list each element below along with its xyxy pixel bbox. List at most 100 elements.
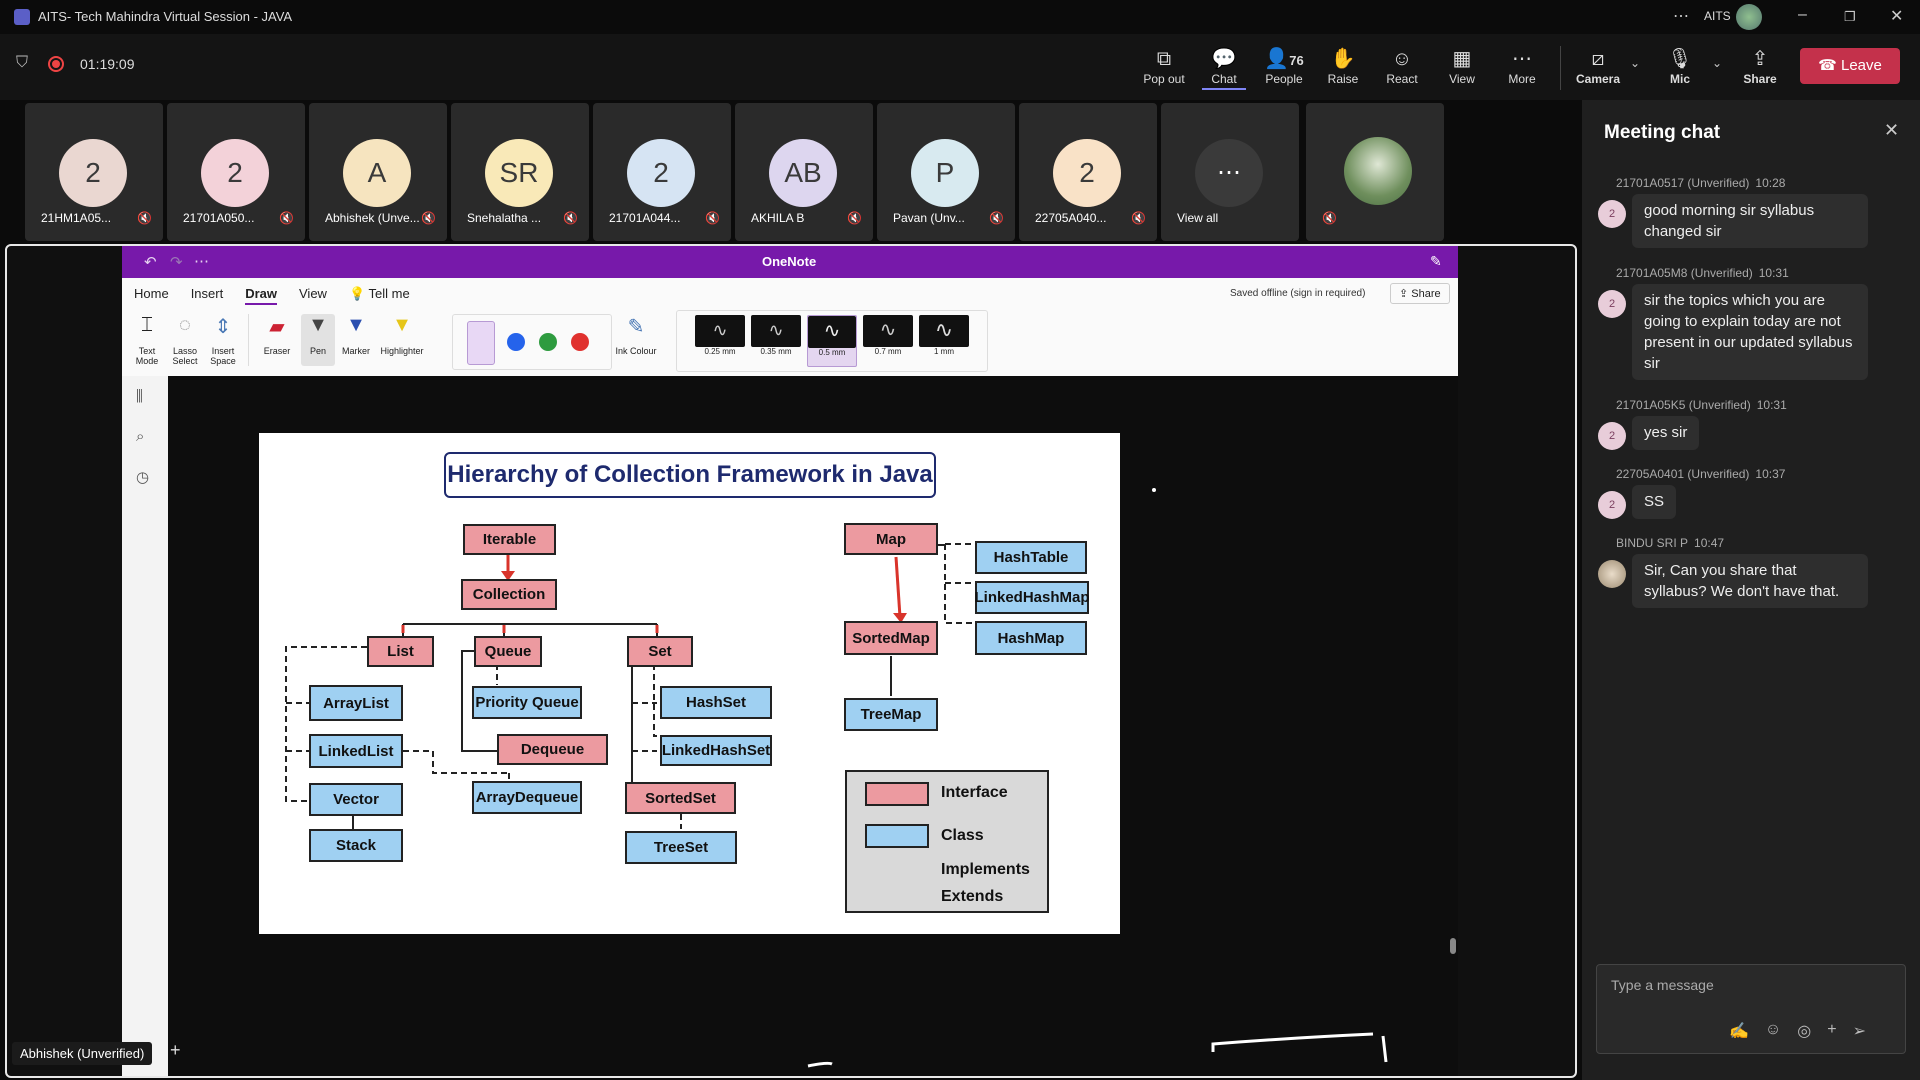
- chat-message-header: 21701A05M8 (Unverified)10:31: [1616, 266, 1908, 280]
- onenote-share-button[interactable]: ⇪ Share: [1390, 283, 1450, 304]
- popout-label: Pop out: [1143, 72, 1185, 86]
- node-treemap: TreeMap: [844, 698, 938, 731]
- eraser-tool[interactable]: ▰Eraser: [257, 314, 297, 366]
- add-page-icon[interactable]: +: [170, 1040, 181, 1060]
- minimize-icon[interactable]: –: [1798, 6, 1807, 23]
- tab-home[interactable]: Home: [134, 286, 169, 301]
- recent-icon[interactable]: ◷: [136, 469, 150, 486]
- mic-options-chevron-icon[interactable]: ⌄: [1712, 56, 1723, 70]
- chat-avatar: 2: [1598, 491, 1626, 519]
- user-avatar[interactable]: [1736, 4, 1762, 30]
- more-button[interactable]: ⋯More: [1494, 46, 1550, 86]
- pen-size-07[interactable]: ∿0.7 mm: [863, 315, 913, 367]
- participant-name: 21701A050...: [183, 211, 255, 225]
- node-queue: Queue: [474, 636, 542, 667]
- chat-message-header: 21701A0517 (Unverified)10:28: [1616, 176, 1908, 190]
- pen-size-1[interactable]: ∿1 mm: [919, 315, 969, 367]
- node-list: List: [367, 636, 434, 667]
- emoji-icon[interactable]: ☺: [1764, 1021, 1782, 1038]
- insert-space-tool[interactable]: ⇕Insert Space: [206, 314, 240, 366]
- pen-sync-icon[interactable]: ✎: [1430, 253, 1442, 269]
- chat-avatar: 2: [1598, 422, 1626, 450]
- format-icon[interactable]: ✍: [1729, 1023, 1749, 1040]
- share-button[interactable]: ⇪Share: [1732, 46, 1788, 86]
- mic-off-icon: 🎙: [1667, 48, 1693, 70]
- color-swatch-blue[interactable]: [507, 333, 525, 351]
- camera-button[interactable]: ⧄Camera: [1570, 46, 1626, 86]
- message-input[interactable]: Type a message: [1611, 977, 1714, 993]
- react-button[interactable]: ☺React: [1374, 46, 1430, 86]
- tab-draw[interactable]: Draw: [245, 286, 277, 305]
- restore-icon[interactable]: ❐: [1844, 9, 1856, 24]
- close-chat-icon[interactable]: ✕: [1884, 120, 1900, 140]
- chat-sender: 21701A05M8 (Unverified): [1616, 266, 1753, 280]
- canvas-scrollbar[interactable]: [1450, 938, 1456, 954]
- ink-colour-button[interactable]: ✎Ink Colour: [612, 314, 660, 356]
- node-stack: Stack: [309, 829, 403, 862]
- node-iterable: Iterable: [463, 524, 556, 555]
- participant-name: Pavan (Unv...: [893, 211, 965, 225]
- undo-icon[interactable]: ↶: [144, 254, 157, 271]
- participant-avatar: A: [343, 139, 411, 207]
- loop-icon[interactable]: ◎: [1797, 1023, 1812, 1040]
- saved-status: Saved offline (sign in required): [1230, 288, 1366, 299]
- camera-options-chevron-icon[interactable]: ⌄: [1630, 56, 1641, 70]
- pen-size-025[interactable]: ∿0.25 mm: [695, 315, 745, 367]
- notebooks-icon[interactable]: ⫼: [136, 388, 143, 405]
- slide-image: Hierarchy of Collection Framework in Jav…: [259, 433, 1120, 934]
- pen-size-035[interactable]: ∿0.35 mm: [751, 315, 801, 367]
- search-icon[interactable]: ⌕: [136, 428, 145, 445]
- mic-muted-icon: 🔇: [705, 211, 720, 225]
- toolbar-divider: [1560, 46, 1561, 90]
- onenote-left-rail: ⫼ ⌕ ◷: [122, 376, 168, 1076]
- view-all-tile[interactable]: ⋯View all: [1161, 103, 1299, 241]
- meeting-timer: 01:19:09: [80, 56, 135, 72]
- pen-icon: ▼: [308, 314, 328, 336]
- more-options-icon[interactable]: ⋯: [1673, 8, 1689, 25]
- lasso-select-tool[interactable]: ◌Lasso Select: [168, 314, 202, 366]
- pen-tool[interactable]: ▼ Pen: [301, 314, 335, 366]
- participant-tile-video[interactable]: 🔇: [1306, 103, 1444, 241]
- color-swatch-green[interactable]: [539, 333, 557, 351]
- phone-icon: ☎: [1818, 57, 1841, 74]
- meeting-chat-panel: Meeting chat ✕ 21701A0517 (Unverified)10…: [1582, 100, 1920, 1080]
- node-hashset: HashSet: [660, 686, 772, 719]
- redo-icon[interactable]: ↷: [170, 254, 183, 271]
- tab-insert[interactable]: Insert: [190, 286, 224, 301]
- text-mode-tool[interactable]: ⌶Text Mode: [130, 314, 164, 366]
- mic-button[interactable]: 🎙Mic: [1652, 46, 1708, 86]
- highlighter-tool[interactable]: ▼Highlighter: [377, 314, 427, 366]
- color-swatch-red[interactable]: [571, 333, 589, 351]
- presenter-label: Abhishek (Unverified): [12, 1042, 153, 1065]
- tab-view[interactable]: View: [299, 286, 327, 301]
- color-swatch-selected[interactable]: [467, 321, 495, 365]
- raise-hand-button[interactable]: ✋Raise: [1315, 46, 1371, 86]
- leave-button[interactable]: ☎ Leave: [1800, 48, 1900, 84]
- close-icon[interactable]: ✕: [1890, 8, 1904, 25]
- insert-space-label: Insert Space: [210, 346, 236, 366]
- node-dequeue: Dequeue: [497, 734, 608, 765]
- mic-muted-icon: 🔇: [1131, 211, 1146, 225]
- pen-size-05-selected[interactable]: ∿0.5 mm: [807, 315, 857, 367]
- attach-plus-icon[interactable]: +: [1827, 1021, 1837, 1038]
- marker-tool[interactable]: ▼Marker: [339, 314, 373, 366]
- onenote-more-icon[interactable]: ⋯: [194, 253, 209, 270]
- people-count: 76: [1289, 53, 1304, 68]
- popout-button[interactable]: ⧉Pop out: [1136, 46, 1192, 86]
- tell-me-search[interactable]: 💡 Tell me: [349, 286, 410, 305]
- pen-label: Pen: [309, 346, 326, 356]
- chat-button[interactable]: 💬Chat: [1196, 46, 1252, 90]
- eraser-icon: ▰: [269, 316, 285, 338]
- send-icon[interactable]: ➢: [1852, 1023, 1866, 1040]
- view-button[interactable]: ▦View: [1434, 46, 1490, 86]
- ink-strokes: [807, 488, 1388, 1068]
